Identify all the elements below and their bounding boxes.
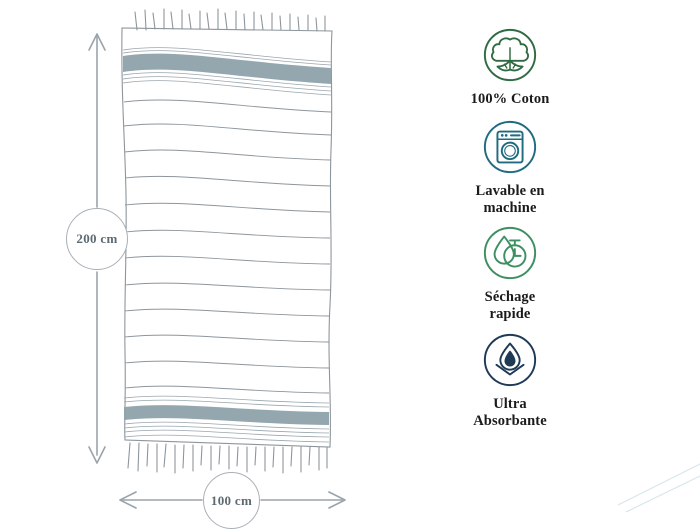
feature-label-line: 100% Coton	[470, 91, 550, 107]
feature-label-quick-dry: Séchage rapide	[485, 289, 536, 323]
feature-label-cotton: 100% Coton	[471, 91, 550, 108]
feature-item-ultra-absorbent: Ultra Absorbante	[430, 331, 590, 430]
width-dimension-arrow	[119, 491, 346, 509]
feature-item-cotton: 100% Coton	[430, 26, 590, 108]
height-arrow-head-top	[88, 33, 106, 51]
feature-label-line: Séchage	[484, 289, 536, 306]
corner-accent-lines	[617, 463, 700, 513]
towel-top-stripe-band	[123, 53, 331, 84]
towel-bottom-fringe	[127, 442, 328, 474]
water-absorption-icon	[483, 333, 537, 386]
towel-body-outline	[121, 27, 333, 448]
towel-top-fringe	[134, 8, 326, 32]
towel-illustration	[121, 8, 333, 474]
washing-machine-icon	[483, 121, 537, 174]
feature-label-machine-washable: Lavable en machine	[475, 183, 544, 217]
feature-label-ultra-absorbent: Ultra Absorbante	[473, 396, 547, 430]
width-dimension-badge: 100 cm	[203, 472, 260, 529]
height-dimension-badge: 200 cm	[66, 208, 128, 270]
height-dimension-arrow	[88, 33, 106, 464]
feature-list: 100% Coton Lavable en machine	[430, 26, 590, 430]
width-dimension-label: 100 cm	[210, 492, 253, 508]
feature-label-line: Lavable en	[475, 183, 545, 200]
towel-bottom-stripe-band	[124, 405, 329, 425]
feature-label-line: machine	[483, 200, 537, 217]
width-arrow-head-left	[119, 491, 137, 509]
towel-bottom-band-lines-lower	[123, 421, 330, 443]
height-arrow-head-bottom	[88, 446, 106, 464]
feature-label-line: Absorbante	[473, 412, 547, 429]
towel-thin-stripes	[123, 99, 332, 394]
width-arrow-head-right	[328, 491, 346, 509]
quick-dry-droplet-clock-icon	[483, 227, 537, 280]
feature-label-line: Ultra	[493, 395, 527, 412]
height-dimension-label: 200 cm	[76, 231, 118, 246]
towel-bottom-band-lines-upper	[123, 395, 330, 408]
feature-label-line: rapide	[489, 306, 531, 323]
towel-top-band-lines	[122, 47, 332, 96]
cotton-boll-icon	[483, 28, 537, 82]
feature-item-machine-washable: Lavable en machine	[430, 118, 590, 217]
feature-item-quick-dry: Séchage rapide	[430, 224, 590, 323]
